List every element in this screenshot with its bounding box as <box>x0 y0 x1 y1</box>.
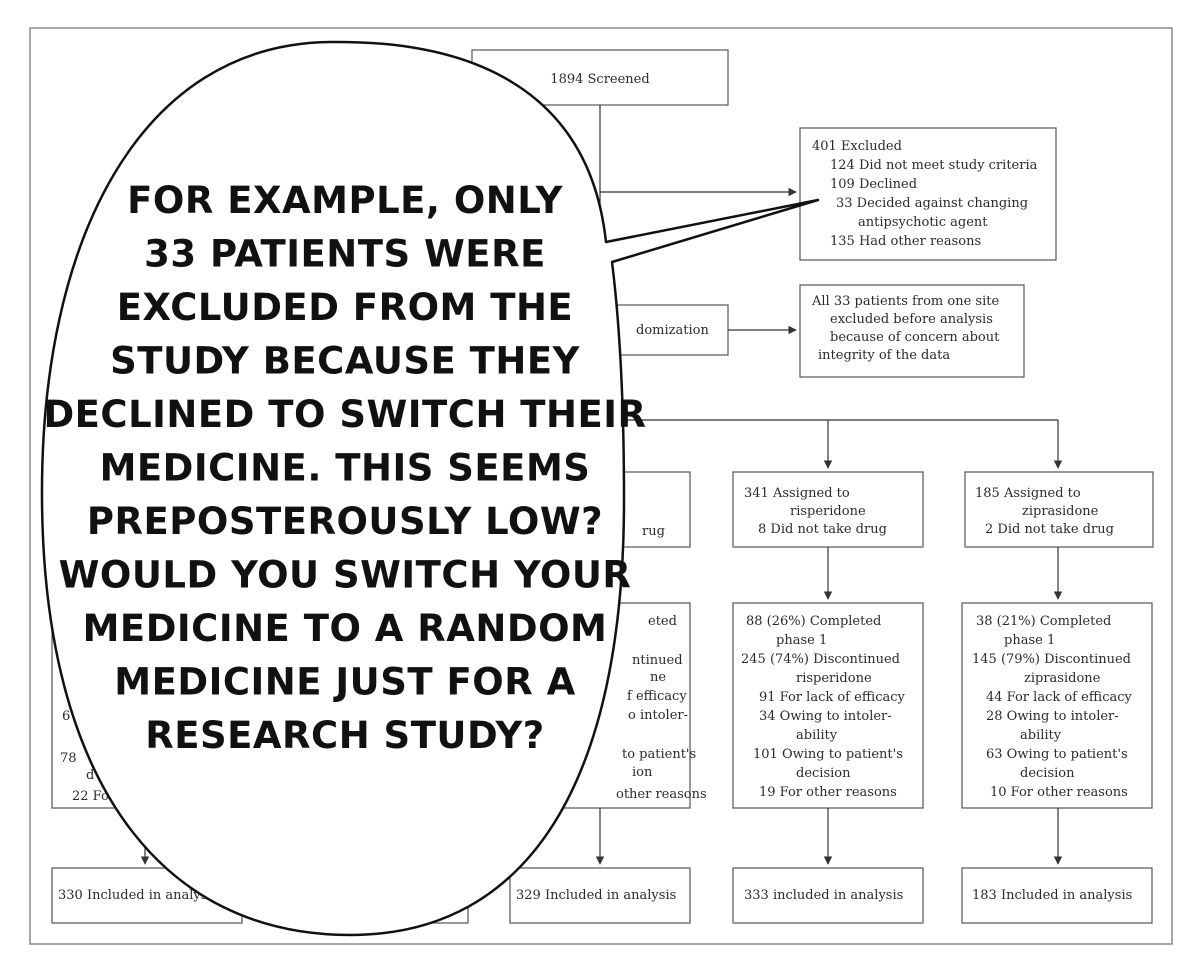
site-excluded-text: All 33 patients from one site excluded be… <box>811 294 1000 363</box>
phase1-text-risperidone-line: 88 (26%) Completed <box>746 614 881 629</box>
phase1-text-risperidone-line: phase 1 <box>776 633 827 648</box>
assigned-text-risperidone-line: risperidone <box>790 504 866 519</box>
analysis-box-ziprasidone <box>961 867 1153 924</box>
phase1-text-risperidone: 88 (26%) Completed phase 1 245 (74%) Disco… <box>741 614 906 800</box>
phase1-text-ziprasidone-line: 10 For other reasons <box>990 785 1128 800</box>
phase1-text-ziprasidone-line: ziprasidone <box>1024 671 1101 686</box>
phase1-text-col1-line: 78 <box>60 751 77 766</box>
bubble-text-line: DECLINED TO SWITCH THEIR <box>43 393 646 436</box>
phase1-text-risperidone-line: 91 For lack of efficacy <box>759 690 906 705</box>
bubble-text-line: FOR EXAMPLE, ONLY <box>127 179 563 222</box>
phase1-text-col3-line: eted <box>648 614 677 629</box>
phase1-text-risperidone-line: ability <box>796 728 838 743</box>
figure-frame <box>29 27 1173 945</box>
analysis-text-col1: 330 Included in analysis <box>58 888 218 903</box>
bubble-text-line: MEDICINE TO A RANDOM <box>83 607 608 650</box>
phase1-text-col3-line: other reasons <box>616 787 707 802</box>
analysis-text-risperidone: 333 included in analysis <box>744 888 903 903</box>
analysis-box-col3 <box>509 867 691 924</box>
assigned-text-col3-line: rug <box>642 524 665 539</box>
assigned-text-ziprasidone: 185 Assigned to ziprasidone 2 Did not take… <box>975 486 1114 537</box>
assigned-text-risperidone-line: 8 Did not take drug <box>758 522 887 537</box>
phase1-text-col3-line: ne <box>650 670 666 685</box>
excluded-text-line: antipsychotic agent <box>858 215 988 230</box>
phase1-text-col1: 2678d22 Fo <box>58 653 109 804</box>
phase1-text-risperidone-line: 19 For other reasons <box>759 785 897 800</box>
assigned-box-risperidone <box>732 471 924 548</box>
analysis-text-col3: 329 Included in analysis <box>516 888 676 903</box>
assigned-text-ziprasidone-line: ziprasidone <box>1022 504 1099 519</box>
site-excluded-text-line: because of concern about <box>830 330 1000 345</box>
bubble-text-line: RESEARCH STUDY? <box>145 714 545 757</box>
phase1-text-ziprasidone: 38 (21%) Completed phase 1 145 (79%) Disco… <box>972 614 1133 800</box>
phase1-text-col3-line: ion <box>632 765 653 780</box>
assigned-text-risperidone-line: 341 Assigned to <box>744 486 850 501</box>
bubble-text: FOR EXAMPLE, ONLY 33 PATIENTS WERE EXCLUDE… <box>43 179 646 757</box>
phase1-text-ziprasidone-line: 28 Owing to intoler- <box>986 709 1119 724</box>
analysis-text-ziprasidone: 183 Included in analysis <box>972 888 1132 903</box>
assigned-text-col3: rug <box>642 524 665 539</box>
phase1-text-risperidone-line: 245 (74%) Discontinued <box>741 652 900 667</box>
randomization-text: domization <box>636 323 709 338</box>
screened-text: 1894 Screened <box>550 72 649 87</box>
randomization-text-line: domization <box>636 323 709 338</box>
assigned-text-ziprasidone-line: 2 Did not take drug <box>985 522 1114 537</box>
phase1-text-ziprasidone-line: phase 1 <box>1004 633 1055 648</box>
phase1-text-col3-line: to patient's <box>622 747 696 762</box>
excluded-text-line: 124 Did not meet study criteria <box>830 158 1038 173</box>
phase1-text-risperidone-line: risperidone <box>796 671 872 686</box>
excluded-text-line: 401 Excluded <box>812 139 902 154</box>
excluded-text: 401 Excluded 124 Did not meet study crite… <box>812 139 1038 249</box>
assigned-text-ziprasidone-line: 185 Assigned to <box>975 486 1081 501</box>
excluded-box <box>799 127 1057 261</box>
phase1-text-ziprasidone-line: decision <box>1020 766 1075 781</box>
phase1-text-col3-line: f efficacy <box>627 689 687 704</box>
phase1-text-col1-line: 22 Fo <box>72 789 109 804</box>
phase1-text-ziprasidone-line: 38 (21%) Completed <box>976 614 1111 629</box>
excluded-text-line: 135 Had other reasons <box>830 234 981 249</box>
phase1-text-ziprasidone-line: 145 (79%) Discontinued <box>972 652 1131 667</box>
phase1-text-col1-line: 6 <box>62 709 70 724</box>
analysis-box-risperidone <box>732 867 924 924</box>
phase1-text-risperidone-line: decision <box>796 766 851 781</box>
excluded-text-line: 33 Decided against changing <box>836 196 1028 211</box>
phase1-text-risperidone-line: 101 Owing to patient's <box>753 747 903 762</box>
phase1-box-risperidone <box>732 602 924 809</box>
bubble-text-line: MEDICINE JUST FOR A <box>114 661 575 704</box>
phase1-text-ziprasidone-line: ability <box>1020 728 1062 743</box>
assigned-box-ziprasidone <box>964 471 1154 548</box>
phase1-text-col3-line: o intoler- <box>628 708 688 723</box>
phase1-text-col3-line: ntinued <box>632 653 683 668</box>
site-excluded-box <box>799 284 1025 378</box>
bubble-text-line: MEDICINE. THIS SEEMS <box>100 447 591 490</box>
bubble-text-line: 33 PATIENTS WERE <box>144 233 546 276</box>
site-excluded-text-line: excluded before analysis <box>830 312 993 327</box>
phase1-text-ziprasidone-line: 63 Owing to patient's <box>986 747 1128 762</box>
bubble-text-line: EXCLUDED FROM THE <box>117 286 573 329</box>
screened-text-line: 1894 Screened <box>550 72 649 87</box>
excluded-text-line: 109 Declined <box>830 177 917 192</box>
bubble-text-line: WOULD YOU SWITCH YOUR <box>59 554 632 597</box>
assigned-text-risperidone: 341 Assigned to risperidone 8 Did not take… <box>744 486 887 537</box>
phase1-text-ziprasidone-line: 44 For lack of efficacy <box>986 690 1133 705</box>
phase1-text-risperidone-line: 34 Owing to intoler- <box>759 709 892 724</box>
phase1-box-ziprasidone <box>961 602 1153 809</box>
speech-bubble <box>40 40 820 937</box>
phase1-text-col1-line: d <box>86 768 94 783</box>
bubble-text-line: STUDY BECAUSE THEY <box>110 340 581 383</box>
site-excluded-text-line: integrity of the data <box>818 348 950 363</box>
bubble-text-line: PREPOSTEROUSLY LOW? <box>87 500 603 543</box>
site-excluded-text-line: All 33 patients from one site <box>811 294 999 309</box>
phase1-text-col3: eted ntinued ne f efficacy o intoler-to pati… <box>616 614 707 802</box>
